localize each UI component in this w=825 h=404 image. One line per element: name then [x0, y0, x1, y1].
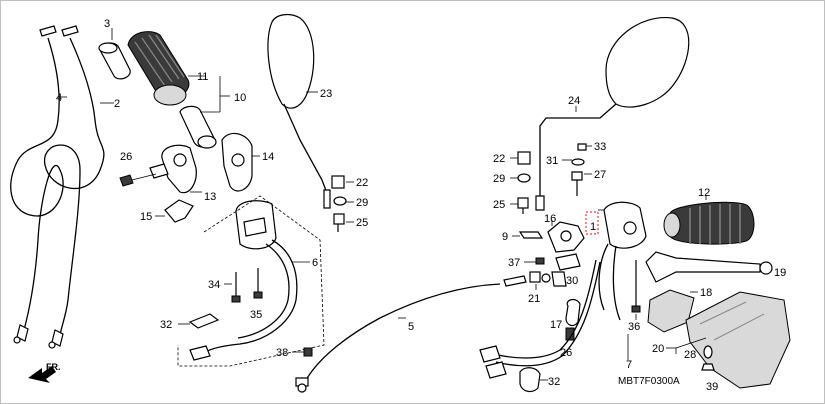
callout-25-left: 25: [356, 217, 368, 229]
screw-34: [231, 272, 241, 303]
grip-end-cap-3: [98, 42, 131, 80]
clutch-cable-5: [295, 275, 527, 393]
throttle-housing-14: [221, 132, 253, 192]
callout-13: 13: [204, 191, 216, 203]
callout-15: 15: [140, 211, 152, 223]
bolt-33: [577, 143, 587, 151]
callout-4: 4: [56, 92, 62, 104]
screw-36: [631, 260, 641, 313]
callout-26-right: 26: [560, 347, 572, 359]
nut-39: [701, 345, 715, 371]
callout-26-left: 26: [120, 151, 132, 163]
callout-25-right: 25: [493, 199, 505, 211]
callout-19: 19: [774, 267, 786, 279]
callout-35: 35: [250, 309, 262, 321]
pivot-bolt-27: [571, 171, 583, 196]
clamp-15: [164, 199, 194, 223]
callout-2: 2: [114, 98, 120, 110]
callout-3: 3: [104, 18, 110, 30]
callout-39: 39: [706, 381, 718, 393]
callout-33: 33: [594, 141, 606, 153]
callout-29-right: 29: [493, 173, 505, 185]
callout-16: 16: [544, 213, 556, 225]
screw-38: [303, 347, 313, 357]
callout-23: 23: [320, 88, 332, 100]
callout-32-right: 32: [548, 376, 560, 388]
callout-12: 12: [698, 187, 710, 199]
front-direction-arrow: [28, 366, 56, 383]
callout-34: 34: [208, 279, 220, 291]
callout-22: 22: [356, 177, 368, 189]
throttle-cable-4: [10, 25, 64, 344]
front-label: FR.: [46, 362, 61, 372]
throttle-housing-13: [149, 144, 197, 194]
callout-10: 10: [234, 92, 246, 104]
right-switch-1: [598, 201, 647, 321]
mirror-23: [267, 13, 331, 209]
washer-29: [333, 196, 347, 206]
nut-21: [529, 271, 551, 283]
hand-guard-20: [685, 291, 791, 389]
throttle-grip-11: [127, 31, 217, 149]
callout-36: 36: [628, 321, 640, 333]
highlight-box: [585, 211, 599, 235]
left-switch-6: [189, 200, 298, 361]
callout-38: 38: [276, 347, 288, 359]
callout-37: 37: [508, 257, 520, 269]
callout-14: 14: [262, 151, 274, 163]
callout-11: 11: [197, 71, 208, 83]
callout-21: 21: [528, 293, 540, 305]
callout-30: 30: [566, 275, 578, 287]
callout-6: 6: [312, 257, 318, 269]
washer-31: [571, 158, 585, 166]
left-grip-12: [663, 201, 755, 245]
clutch-bracket-16: [547, 221, 585, 271]
bolt-9: [518, 231, 544, 239]
brake-lever-19: [645, 251, 773, 283]
callout-20: 20: [652, 343, 664, 355]
callout-28: 28: [684, 349, 696, 361]
nut-22: [331, 175, 345, 189]
mirror-24: [535, 17, 690, 211]
wire-harness-32: [479, 259, 601, 393]
clip-32-left: [188, 313, 220, 329]
screw-37: [535, 257, 545, 265]
callout-31: 31: [546, 155, 558, 167]
callout-17: 17: [550, 319, 562, 331]
callout-29-left: 29: [356, 197, 368, 209]
switch-17: [565, 298, 581, 327]
callout-7: 7: [626, 359, 632, 371]
callout-18: 18: [700, 287, 712, 299]
screw-26-left: [119, 173, 157, 187]
callout-24: 24: [568, 95, 580, 107]
callout-9: 9: [502, 231, 508, 243]
throttle-cable-2: [44, 25, 105, 349]
bolt-25-right: [517, 197, 529, 214]
diagram-code: MBT7F0300A: [618, 376, 680, 387]
bolt-25: [333, 213, 345, 232]
screw-35: [253, 268, 263, 299]
callout-22-right: 22: [493, 153, 505, 165]
switch-30: [551, 271, 567, 287]
callout-5: 5: [408, 321, 414, 333]
callout-27: 27: [594, 169, 606, 181]
callout-32-left: 32: [160, 319, 172, 331]
nut-22-right: [517, 151, 531, 165]
washer-29-right: [517, 173, 531, 183]
callout-1: 1: [590, 221, 596, 233]
